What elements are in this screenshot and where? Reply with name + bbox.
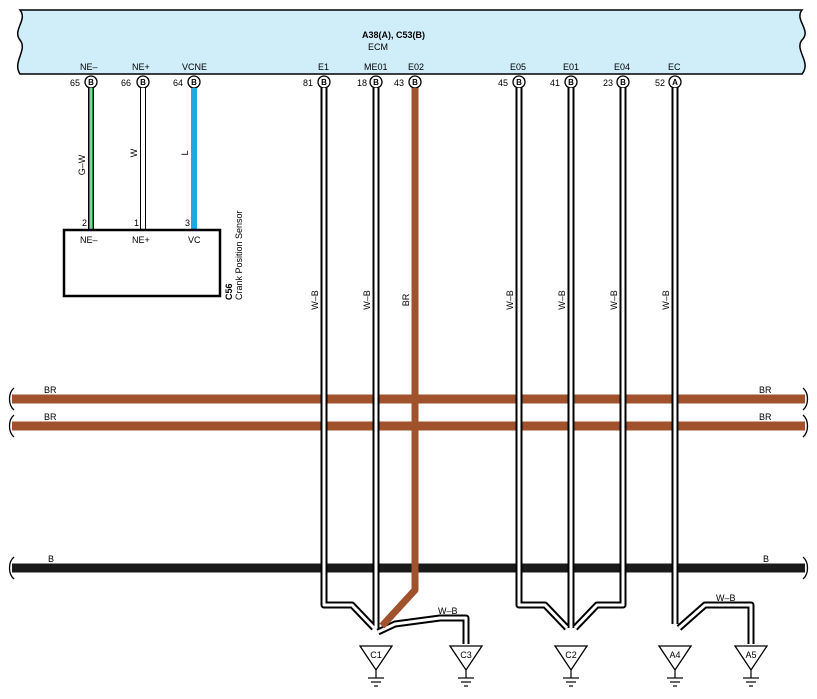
bus-label-left: BR	[44, 385, 57, 395]
ecm-pin-connector: B	[191, 78, 197, 87]
ecm-pin-number: 43	[394, 78, 404, 88]
ecm-pin-label: E05	[510, 62, 526, 72]
wire-color-code: W–B	[310, 290, 320, 310]
sensor-pin-label: NE–	[80, 235, 98, 245]
sensor-pin-label: VC	[188, 235, 201, 245]
ecm-pin-connector: B	[88, 78, 94, 87]
ecm-pin-label: E02	[408, 62, 424, 72]
ecm-pin-label: E01	[563, 62, 579, 72]
sensor-pin-number: 3	[185, 218, 190, 228]
wire-color-code: G–W	[77, 154, 87, 175]
ecm-pin-number: 65	[70, 78, 80, 88]
ecm-pin-label: E04	[614, 62, 630, 72]
ecm-pin-label: NE–	[80, 62, 98, 72]
ground-point-c3: C3	[448, 645, 484, 687]
wire-color-code: W–B	[716, 593, 736, 603]
wire-color-code: W–B	[438, 606, 458, 616]
ecm-pin-number: 81	[303, 78, 313, 88]
ground-label: C2	[565, 650, 577, 660]
ecm-pin-number: 23	[603, 78, 613, 88]
ecm-connectors: A38(A), C53(B)	[362, 30, 425, 40]
ecm-pin-connector: B	[620, 78, 626, 87]
ground-label: C3	[460, 650, 472, 660]
ecm-pin-vcne: VCNE 64 B	[173, 62, 207, 89]
ecm-pin-number: 41	[550, 78, 560, 88]
bus-br-1: BR BR	[8, 385, 809, 411]
sensor-block	[62, 228, 222, 298]
ecm-pin-me01: ME01 18 B	[357, 62, 388, 89]
ground-point-c1: C1	[358, 645, 394, 687]
wire-color-code: W–B	[609, 290, 619, 310]
ecm-pin-label: EC	[668, 62, 681, 72]
ecm-name: ECM	[368, 42, 388, 52]
ecm-pin-number: 18	[357, 78, 367, 88]
wire-color-code: W–B	[362, 290, 372, 310]
wire-color-code: W–B	[557, 290, 567, 310]
wire-color-code: W–B	[505, 290, 515, 310]
ecm-pin-connector: B	[321, 78, 327, 87]
sensor-pin-number: 2	[82, 218, 87, 228]
ecm-pin-label: VCNE	[182, 62, 207, 72]
ground-point-c2: C2	[553, 645, 589, 687]
ground-label: A5	[745, 650, 756, 660]
ground-point-a4: A4	[657, 645, 693, 687]
sensor-pin-label: NE+	[132, 235, 150, 245]
bus-label-left: BR	[44, 412, 57, 422]
wire-color-code: BR	[401, 293, 411, 306]
ecm-pin-connector: B	[140, 78, 146, 87]
sensor-name: Crank Position Sensor	[234, 210, 244, 300]
bus-label-right: BR	[759, 412, 772, 422]
ecm-block	[17, 9, 806, 75]
ecm-pin-label: ME01	[364, 62, 388, 72]
bus-label-right: BR	[759, 385, 772, 395]
ecm-pin-e01: E01 41 B	[550, 62, 579, 89]
sensor-code: C56	[224, 283, 234, 300]
ecm-pin-label: E1	[318, 62, 329, 72]
wire-color-code: W	[129, 148, 139, 157]
bus-b: B B	[8, 554, 809, 580]
wire-color-code: L	[180, 150, 190, 155]
ecm-pin-connector: B	[412, 78, 418, 87]
ground-point-a5: A5	[733, 645, 769, 687]
ecm-pin-connector: A	[672, 78, 678, 87]
ecm-pin-connector: B	[568, 78, 574, 87]
ecm-pin-number: 64	[173, 78, 183, 88]
ecm-pin-connector: B	[516, 78, 522, 87]
ecm-pin-e04: E04 23 B	[603, 62, 630, 89]
ecm-pin-label: NE+	[132, 62, 150, 72]
sensor-pin-number: 1	[134, 218, 139, 228]
ecm-pin-connector: B	[373, 78, 379, 87]
wire-color-code: W–B	[661, 290, 671, 310]
ecm-pin-number: 66	[121, 78, 131, 88]
bus-br-2: BR BR	[8, 412, 809, 438]
ecm-pin-number: 45	[498, 78, 508, 88]
ground-label: A4	[669, 650, 680, 660]
ground-wires	[320, 88, 755, 644]
bus-label-left: B	[48, 554, 54, 564]
bus-label-right: B	[763, 554, 769, 564]
ecm-pin-number: 52	[655, 78, 665, 88]
ground-label: C1	[370, 650, 382, 660]
